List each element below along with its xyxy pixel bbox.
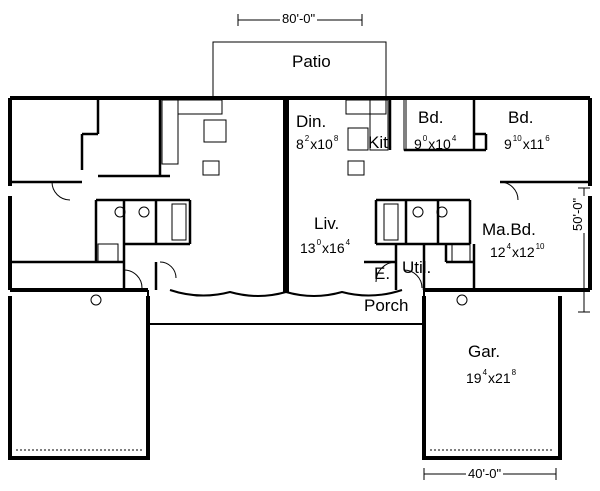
utility-label: Util.: [402, 258, 432, 277]
living-label: Liv.: [314, 214, 340, 233]
door-swings: [51, 181, 519, 289]
garage-left: [8, 296, 150, 460]
dining-size: 82x108: [296, 134, 339, 152]
kitchen-counters: [161, 97, 407, 176]
bath-fixtures: [90, 203, 471, 306]
garage-size: 194x218: [466, 368, 517, 386]
dining-label: Din.: [296, 112, 327, 131]
master-bedroom-label: Ma.Bd.: [482, 220, 536, 239]
garage-right: [422, 296, 562, 460]
entry-label: E.: [374, 264, 391, 283]
master-bedroom-size: 124x1210: [490, 242, 545, 260]
porch-label: Porch: [364, 296, 409, 315]
bedroom2-size: 90x104: [414, 134, 457, 152]
dimension-bottom-label: 40'-0": [466, 466, 504, 481]
patio-outline: [212, 41, 387, 98]
garage-label: Gar.: [468, 342, 501, 361]
bedroom3-size: 910x116: [504, 134, 550, 152]
bedroom3-label: Bd.: [508, 108, 534, 127]
dimension-top-label: 80'-0": [280, 11, 318, 26]
kitchen-label: Kit.: [368, 133, 393, 152]
living-size: 130x164: [300, 238, 351, 256]
exterior-walls: [8, 96, 592, 292]
interior-walls: [10, 98, 590, 290]
patio-label: Patio: [292, 52, 331, 71]
dimension-right-label: 50'-0": [570, 195, 585, 233]
bedroom2-label: Bd.: [418, 108, 444, 127]
